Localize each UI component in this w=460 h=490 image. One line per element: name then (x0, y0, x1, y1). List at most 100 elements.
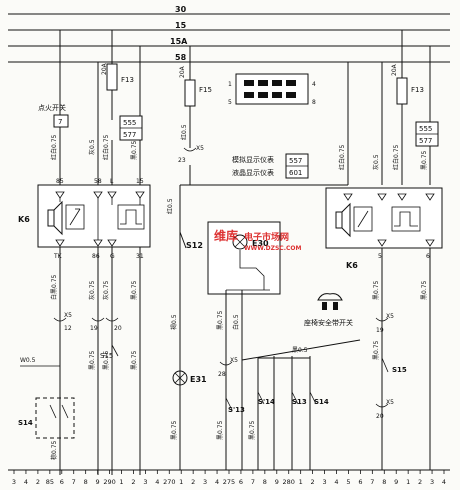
bus-label-58: 58 (175, 53, 187, 62)
terminal-number: 7 (251, 478, 255, 486)
power-buses: 30 15 15A 58 (8, 5, 450, 63)
right-k6-box (325, 187, 443, 249)
left-wire-bottom-4: 黑0.75 (131, 280, 138, 300)
s15-right-label: S15 (392, 366, 407, 374)
right-module: F13 20A 555 577 红白0.75 灰0.5 红白0.75 黑0.75… (325, 30, 443, 470)
terminal-number: 3 (12, 478, 16, 486)
left-wire-bottom-1: 白黑0.75 (50, 274, 58, 300)
terminal-number: 8 (263, 478, 267, 486)
terminal-number: 7 (72, 478, 76, 486)
left-w-label: W0.5 (20, 357, 36, 364)
code-557: 557 (289, 157, 302, 165)
x5-marker-23 (183, 147, 197, 152)
watermark-brand: 维库 (214, 228, 238, 243)
timer-icon-left (65, 204, 85, 230)
left-wire-top-3: 红白0.75 (102, 134, 110, 160)
buzzer-icon-left (47, 200, 63, 236)
terminal-number: 6 (358, 478, 362, 486)
right-x5-label: X5 (386, 313, 394, 320)
right-code-577: 577 (419, 137, 432, 145)
right-wire-b2: 黑0.75 (421, 280, 428, 300)
terminal-number: 8 (84, 478, 88, 486)
fuse-f13-right (396, 77, 408, 105)
center-x5-pin-28: 28 (218, 371, 226, 378)
right-bottom-pin-5: 5 (378, 253, 382, 260)
timer-icon-right (353, 206, 373, 232)
code-601: 601 (289, 169, 302, 177)
diode-left-4 (135, 191, 145, 199)
s15-left-label: S15 (100, 352, 113, 360)
left-k6-name: K6 (18, 215, 30, 224)
terminal-number: 85 (46, 478, 54, 486)
terminal-number: 280 (283, 478, 295, 486)
relay-icon-left (117, 204, 145, 230)
s13-label: S13 (292, 398, 307, 406)
right-bottom-pin-6: 6 (426, 253, 430, 260)
ignition-code: 7 (58, 118, 62, 126)
terminal-number: 2 (311, 478, 315, 486)
right-wire-top-3: 红白0.75 (392, 144, 400, 170)
left-lower-wire-2: 黑0.75 (103, 350, 110, 370)
left-x5-pin-12: 12 (64, 325, 72, 332)
left-top-pin-l: L (110, 178, 114, 185)
e30-module-box (207, 221, 281, 295)
terminal-number: 9 (96, 478, 100, 486)
fuse-f13-left-rating: 20A (101, 62, 108, 75)
left-wire-bottom-2: 灰0.75 (88, 280, 96, 300)
connector-pinout (235, 73, 309, 105)
center-wire-black1: 黑0.75 (217, 310, 224, 330)
terminal-number: 9 (394, 478, 398, 486)
s15-right-switch (381, 357, 389, 373)
center-wire-b13: 黑0.75 (171, 420, 178, 440)
s14-left-label: S14 (18, 419, 33, 427)
left-top-pin-58: 58 (94, 178, 102, 185)
x5-marker-20 (105, 317, 119, 322)
terminal-number: 4 (24, 478, 28, 486)
right-wire-b3: 黑0.75 (373, 340, 380, 360)
terminal-number: 3 (322, 478, 326, 486)
center-wire-red: 红0.5 (166, 198, 174, 214)
left-wire-top-4: 黑0.75 (131, 140, 138, 160)
terminal-number: 4 (442, 478, 446, 486)
terminal-number: 9 (275, 478, 279, 486)
terminal-number: 4 (334, 478, 338, 486)
s13p-label: S'13 (228, 406, 245, 414)
fuse-f15-rating: 20A (179, 65, 186, 78)
s12-switch (179, 231, 187, 249)
center-wire-brown: 褐0.5 (170, 314, 178, 330)
diode-left-1 (55, 191, 65, 199)
left-lower-wire-3: 黑0.75 (131, 350, 138, 370)
fuse-f13-right-label: F13 (411, 86, 424, 94)
right-x5-label-2: X5 (386, 399, 394, 406)
s13-switch (291, 391, 299, 405)
left-top-pin-85: 85 (56, 178, 64, 185)
left-code-555: 555 (123, 119, 136, 127)
ignition-code-box (53, 114, 69, 128)
center-x5-label: X5 (196, 145, 204, 152)
right-x5-pin-19: 19 (376, 327, 384, 334)
x5-marker-19 (91, 317, 105, 322)
right-k6-name: K6 (346, 261, 358, 270)
left-lower-wire-1: 黑0.75 (89, 350, 96, 370)
left-x5-pin-19: 19 (90, 325, 98, 332)
connector-pin-1: 1 (228, 81, 232, 88)
left-k6-box (37, 184, 151, 248)
x5-marker-20-right (375, 403, 389, 408)
left-top-pin-15: 15 (136, 178, 144, 185)
watermark-url: WWW.DZSC.COM (244, 245, 301, 252)
relay-icon-right (391, 206, 421, 232)
s14p-switch (257, 391, 265, 405)
s15-left-switch (111, 344, 119, 357)
diode-left-3 (107, 191, 117, 199)
terminal-number: 1 (119, 478, 123, 486)
right-wire-b1: 黑0.75 (373, 280, 380, 300)
analog-display-label: 模拟显示仪表 (232, 155, 274, 164)
buzzer-icon-right (335, 202, 351, 238)
left-x5-pin-20: 20 (114, 325, 122, 332)
center-section: F15 20A 红0.5 1 5 4 8 X5 23 模拟显示仪表 液晶显示仪表… (166, 46, 361, 470)
left-wire-bottom-3: 灰0.75 (102, 280, 110, 300)
e30-label: E30 (252, 239, 269, 248)
